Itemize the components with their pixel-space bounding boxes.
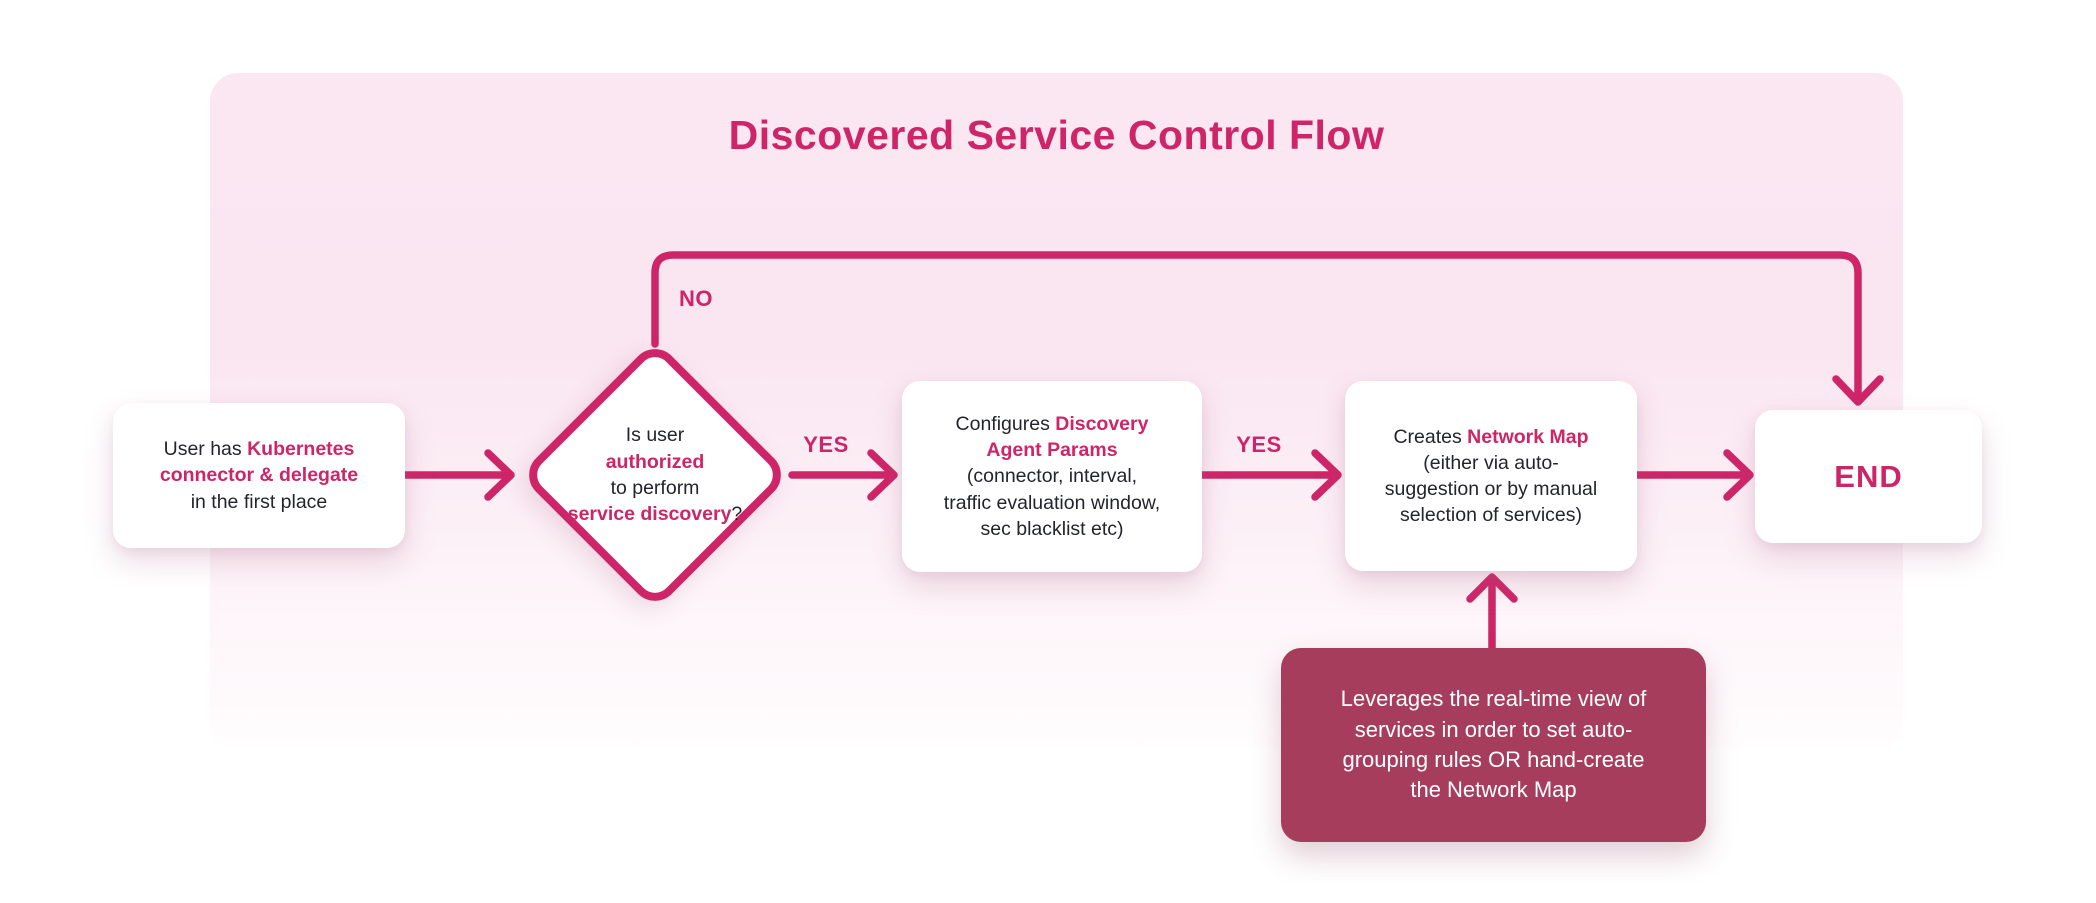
edge-label-no: NO	[679, 286, 713, 311]
diagram-title: Discovered Service Control Flow	[728, 112, 1385, 158]
edge-label-yes-decision: YES	[803, 432, 849, 457]
node-create-network-map: Creates Network Map(either via auto-sugg…	[1345, 381, 1637, 571]
edge-label-yes-configure: YES	[1236, 432, 1282, 457]
node-create-text: Creates Network Map(either via auto-sugg…	[1384, 425, 1598, 527]
node-end-label: END	[1834, 458, 1903, 494]
node-end: END	[1755, 410, 1982, 543]
